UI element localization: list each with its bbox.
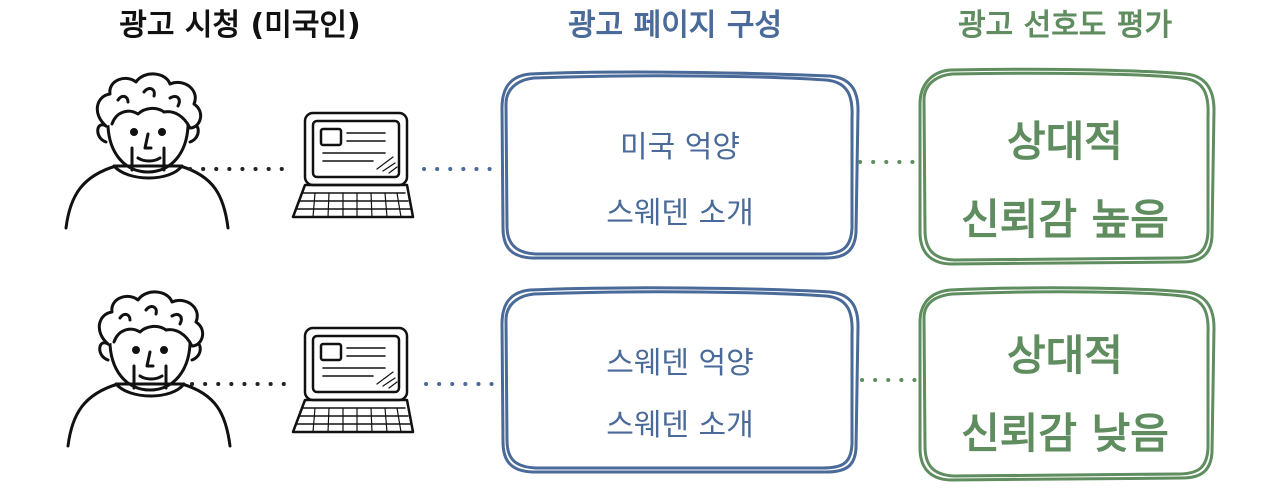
laptop-icon <box>291 326 415 434</box>
result-line-trust: 신뢰감 낮음 <box>961 409 1169 458</box>
person-icon <box>64 72 230 230</box>
ad-page-box <box>500 70 860 260</box>
result-line-relative: 상대적 <box>1007 331 1123 380</box>
page-line-intro: 스웨덴 소개 <box>606 408 754 443</box>
page-composition-header: 광고 페이지 구성 <box>567 8 783 43</box>
preference-rating-header: 광고 선호도 평가 <box>957 8 1173 43</box>
person-icon <box>66 290 232 448</box>
laptop-icon <box>291 111 415 219</box>
result-box <box>918 67 1216 266</box>
result-line-relative: 상대적 <box>1007 117 1123 166</box>
result-line-trust: 신뢰감 높음 <box>961 195 1169 244</box>
page-line-intro: 스웨덴 소개 <box>606 196 754 231</box>
viewers-header: 광고 시청 (미국인) <box>119 8 361 43</box>
ad-page-box <box>500 286 860 474</box>
page-line-accent: 스웨덴 억양 <box>606 346 754 381</box>
page-line-accent: 미국 억양 <box>620 130 740 165</box>
result-box <box>918 286 1216 482</box>
